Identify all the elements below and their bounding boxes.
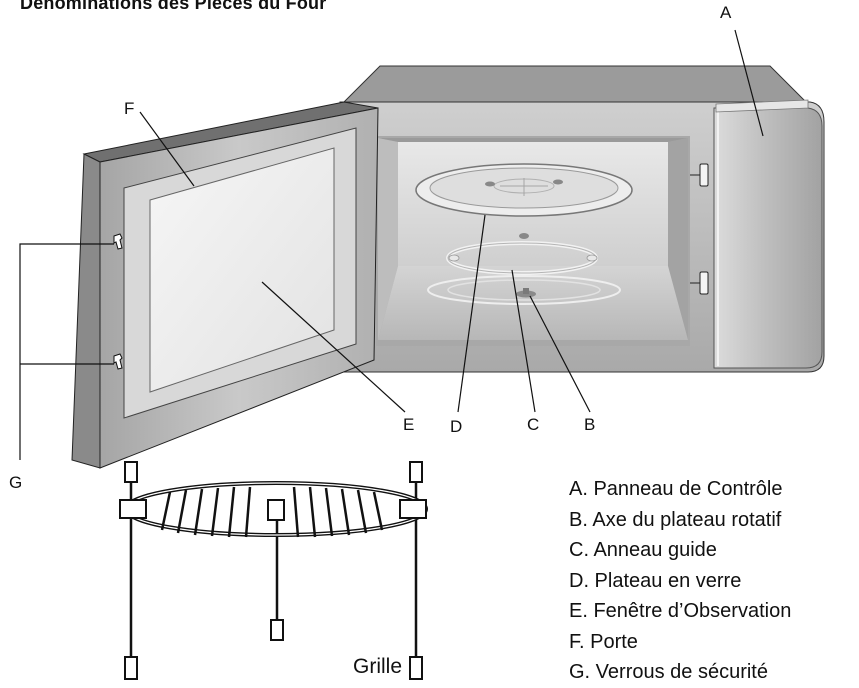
door (71, 101, 379, 469)
callout-g: G (9, 473, 23, 492)
latch-slot-top (690, 163, 709, 187)
legend-item-f: F. Porte (569, 630, 638, 653)
legend-item-e: E. Fenêtre d’Observation (569, 600, 792, 622)
leader-lines (19, 29, 764, 460)
callout-b: B (584, 415, 596, 434)
legend-item-g: G. Verrous de sécurité (569, 661, 768, 683)
legend-item-b: B. Axe du plateau rotatif (569, 508, 782, 531)
glass-tray (415, 163, 633, 217)
grille-rack (119, 461, 428, 680)
door-latch-top (113, 233, 123, 250)
control-panel (713, 99, 823, 369)
callout-f: F (124, 99, 135, 118)
parts-legend: A. Panneau de Contrôle B. Axe du plateau… (569, 474, 791, 688)
callout-a: A (720, 3, 732, 22)
callout-e: E (403, 415, 415, 434)
roller-ring (446, 233, 598, 275)
grille-label: Grille (353, 655, 403, 678)
legend-item-d: D. Plateau en verre (569, 569, 742, 592)
diagram-title: Dénominations des Pièces du Four (20, 0, 327, 13)
callout-c: C (527, 415, 540, 434)
callout-d: D (450, 417, 463, 436)
legend-item-c: C. Anneau guide (569, 539, 717, 561)
latch-slot-bottom (690, 271, 709, 295)
legend-item-a: A. Panneau de Contrôle (569, 478, 783, 500)
door-latch-bottom (113, 353, 123, 370)
